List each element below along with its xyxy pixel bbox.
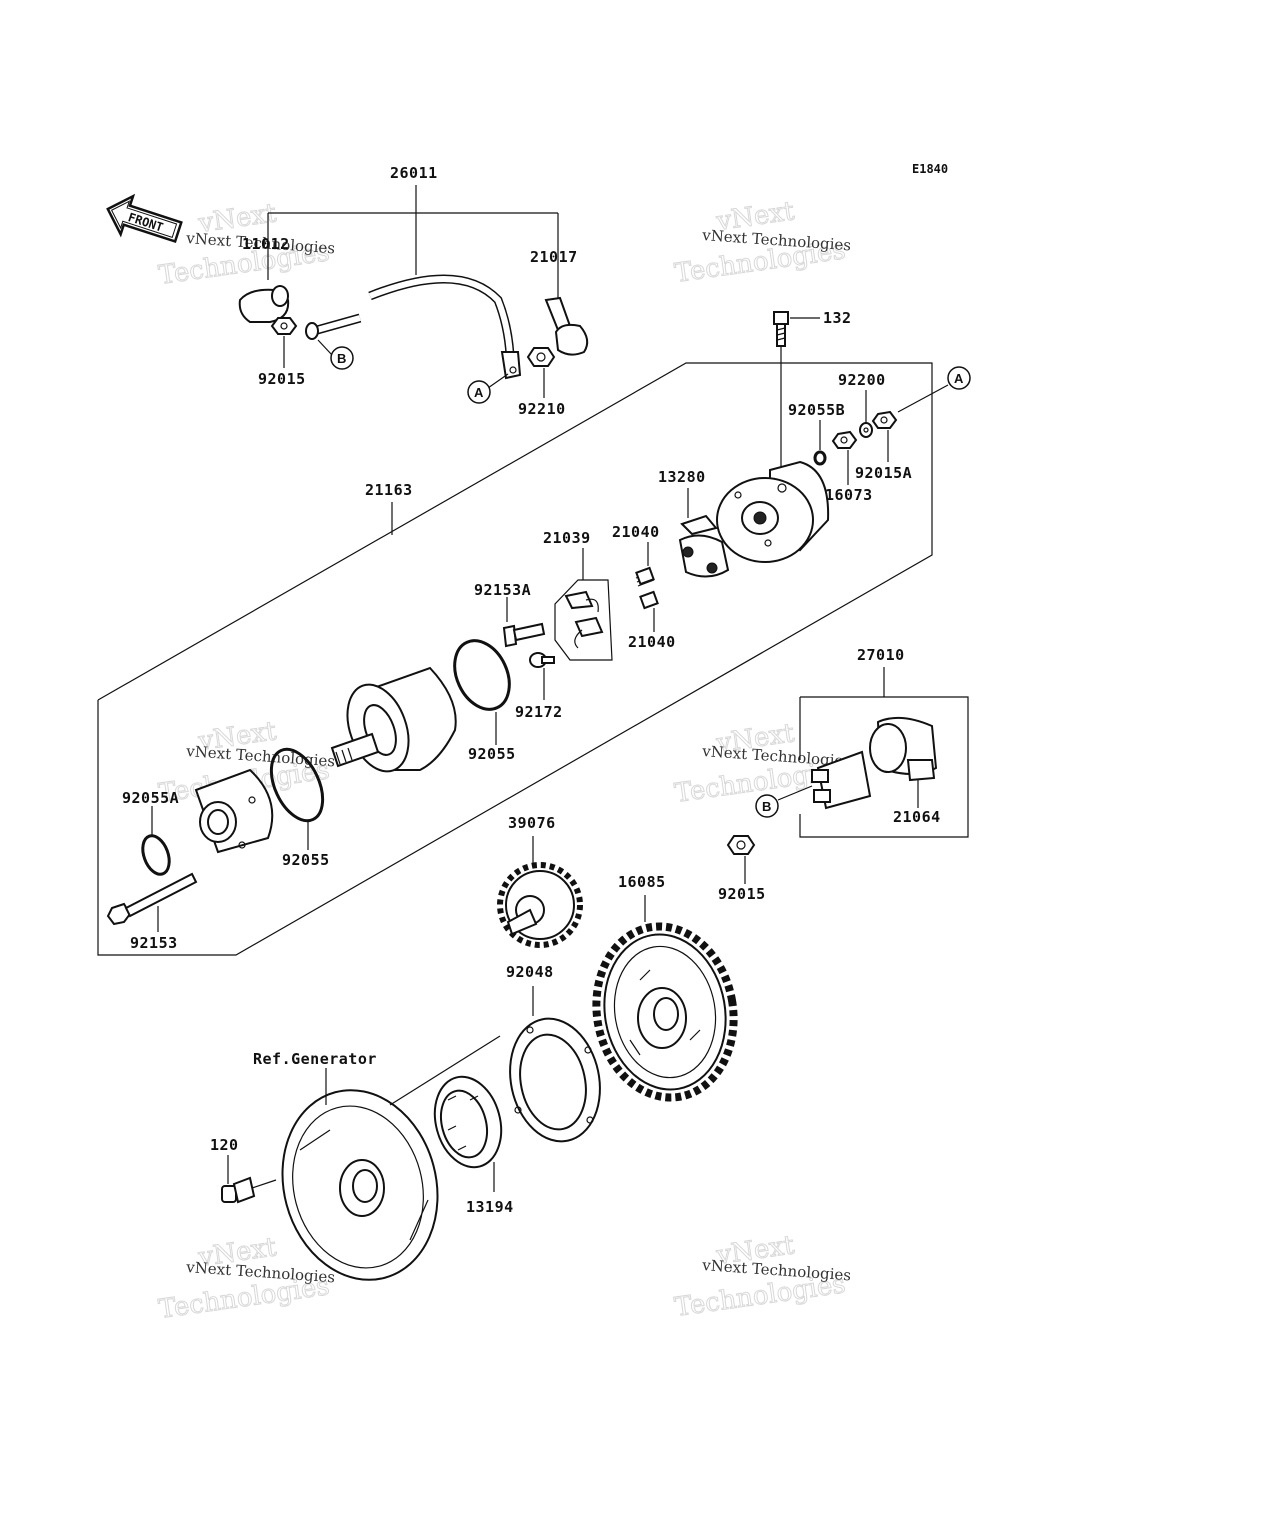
rear-cover-housing [716,460,830,563]
svg-text:B: B [337,351,346,366]
rubber-cap-11012 [238,285,290,323]
spring-21040-top [635,566,655,587]
assembly-21163-outline [97,362,933,956]
brush-set-21039 [554,579,613,661]
starter-clutch-gear-16085 [592,922,738,1102]
ref-generator-label: Ref.Generator [253,1050,377,1068]
nut-92015A [871,410,898,429]
generator-flywheel [281,1089,439,1281]
label-39076: 39076 [508,814,556,832]
diagram-code: E1840 [912,162,948,176]
bolt-120 [221,1176,256,1204]
label-21040-bottom: 21040 [628,633,676,651]
brush-holder-13280 [678,514,730,578]
label-92015-top: 92015 [258,370,306,388]
label-132: 132 [823,309,852,327]
clutch-13194 [433,1075,503,1169]
armature-shaft [330,732,380,768]
label-92210: 92210 [518,400,566,418]
watermark-bottom-right: vNext Technologies vNext Technologies [672,1230,851,1324]
one-way-clutch-92048 [509,1017,601,1143]
oring-92055B [813,450,827,466]
callout-b-bottom: B [755,794,779,818]
front-arrow-icon: FRONT [106,193,183,243]
bolt-92153 [106,872,198,926]
nut-92015-top [270,317,298,335]
label-13280: 13280 [658,468,706,486]
relay-27010-box [799,696,969,838]
label-92172: 92172 [515,703,563,721]
starter-relay [811,750,872,810]
label-92055A: 92055A [122,789,179,807]
label-21017: 21017 [530,248,578,266]
oring-92055A [141,834,171,876]
oring-92055-low [269,747,325,823]
svg-text:A: A [474,385,484,400]
rubber-cover-21064 [869,716,938,782]
label-92153: 92153 [130,934,178,952]
label-92055B: 92055B [788,401,845,419]
oring-92055-mid [453,639,511,711]
idle-gear-39076 [497,862,583,948]
rubber-cap-21017 [544,296,589,356]
label-92055-low: 92055 [282,851,330,869]
bolt-132 [773,311,789,347]
spring-21040-bottom [639,590,659,610]
screw-92172 [529,652,555,668]
label-27010: 27010 [857,646,905,664]
label-92153A: 92153A [474,581,531,599]
nut-92210 [526,347,556,367]
label-16085: 16085 [618,873,666,891]
svg-text:B: B [762,799,771,814]
label-13194: 13194 [466,1198,514,1216]
label-120: 120 [210,1136,239,1154]
front-cover [194,768,274,854]
nut-92015-bottom [726,835,756,855]
watermark-top-left: vNext Technologies vNext Technologies [156,198,335,292]
battery-cable-26011 [305,274,522,380]
svg-text:A: A [954,371,964,386]
starter-yoke [346,666,457,773]
nut-16073 [831,430,858,449]
label-21040-top: 21040 [612,523,660,541]
label-92015A: 92015A [855,464,912,482]
label-92048: 92048 [506,963,554,981]
cable-26011-bracket [267,185,559,300]
label-92015-bottom: 92015 [718,885,766,903]
callout-a-right: A [947,366,971,390]
label-21039: 21039 [543,529,591,547]
callout-a-top: A [467,380,491,404]
bolt-92153A [502,622,546,648]
watermark-top-right: vNext Technologies vNext Technologies [672,196,851,290]
label-21163: 21163 [365,481,413,499]
label-26011: 26011 [390,164,438,182]
label-21064: 21064 [893,808,941,826]
label-16073: 16073 [825,486,873,504]
label-11012: 11012 [242,235,290,253]
callout-b-top: B [330,346,354,370]
washer-92200 [859,422,873,438]
label-92200: 92200 [838,371,886,389]
label-92055-mid: 92055 [468,745,516,763]
